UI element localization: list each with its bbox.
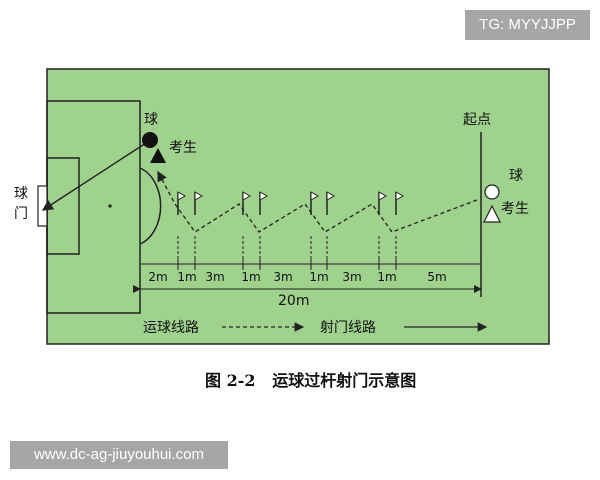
flag-icon [194,191,204,201]
route-dribble-label: 运球线路 [143,320,199,336]
goal [37,185,48,227]
segment-label: 1m [377,270,396,284]
segment-label: 3m [205,270,224,284]
examinee-icon [150,148,166,163]
dimension-ticks [177,258,397,270]
flag-icon [259,191,269,201]
ball-icon [142,132,158,148]
segment-label: 1m [309,270,328,284]
ball-label-left: 球 [144,112,158,128]
pole-group [177,191,405,264]
segment-label: 1m [177,270,196,284]
flag-icon [310,191,320,201]
url-watermark: www.dc-ag-jiuyouhui.com [10,441,228,469]
penalty-arc [139,167,162,245]
shot-line [41,142,147,211]
segment-label: 1m [241,270,260,284]
flag-icon [395,191,405,201]
segment-label: 2m [148,270,167,284]
penalty-spot [108,204,112,208]
goal-label-1: 球 [14,186,28,202]
tg-watermark: TG: MYYJJPP [465,10,590,40]
flag-icon [177,191,187,201]
examinee-label-left: 考生 [169,140,197,156]
start-label: 起点 [463,112,491,128]
flag-icon [326,191,336,201]
segment-label: 5m [427,270,446,284]
segment-labels: 2m 1m 3m 1m 3m 1m 3m 1m 5m [148,270,446,284]
dribble-route [157,170,478,233]
ball-outline-icon [484,184,500,200]
segment-label: 3m [342,270,361,284]
total-distance: 20m [278,293,309,309]
route-shoot-label: 射门线路 [320,320,376,336]
flag-icon [242,191,252,201]
field [46,68,550,345]
segment-label: 3m [273,270,292,284]
figure-caption: 图 2-2 运球过杆射门示意图 [205,371,416,390]
examinee-outline-icon [483,204,501,223]
ball-label-right: 球 [509,168,523,184]
examinee-label-right: 考生 [501,201,529,217]
flag-icon [378,191,388,201]
goal-label-2: 门 [14,206,28,222]
